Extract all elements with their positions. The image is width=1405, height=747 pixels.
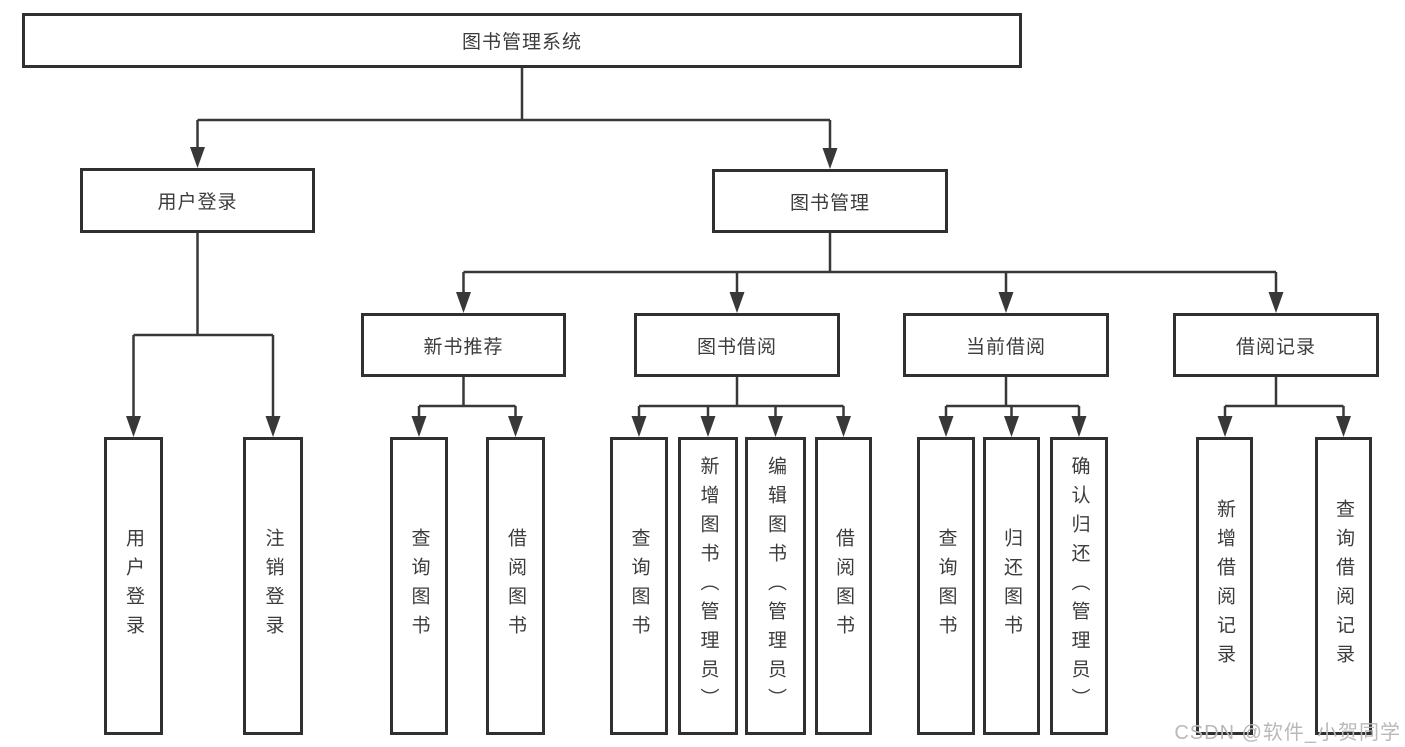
node-book-borrowing: 图书借阅 <box>634 313 840 377</box>
leaf-borrow-book-label: 借阅图书 <box>833 528 854 644</box>
leaf-confirm-return-admin: 确认归还（管理员） <box>1050 437 1108 735</box>
leaf-query-borrow-record-label: 查询借阅记录 <box>1333 499 1354 673</box>
node-book-management-label: 图书管理 <box>789 192 870 214</box>
leaf-user-login: 用户登录 <box>104 437 163 735</box>
leaf-query-borrow-record: 查询借阅记录 <box>1315 437 1372 735</box>
node-new-book-recommend-label: 新书推荐 <box>423 336 504 358</box>
leaf-borrow-book-recommend: 借阅图书 <box>486 437 545 735</box>
csdn-watermark: CSDN @软件_小贺同学 <box>1174 722 1401 744</box>
node-borrowing-records-label: 借阅记录 <box>1235 336 1316 358</box>
leaf-add-book-admin-label: 新增图书（管理员） <box>697 455 719 717</box>
leaf-logout-label: 注销登录 <box>262 528 284 644</box>
leaf-logout: 注销登录 <box>243 437 303 735</box>
node-current-borrowing-label: 当前借阅 <box>965 336 1046 358</box>
leaf-confirm-return-admin-label: 确认归还（管理员） <box>1068 455 1090 717</box>
leaf-query-book-borrow: 查询图书 <box>610 437 668 735</box>
leaf-user-login-label: 用户登录 <box>123 528 144 644</box>
leaf-edit-book-admin: 编辑图书（管理员） <box>745 437 806 735</box>
leaf-borrow-book-recommend-label: 借阅图书 <box>505 528 526 644</box>
node-library-management-system-label: 图书管理系统 <box>461 32 582 53</box>
node-user-login: 用户登录 <box>80 168 315 233</box>
leaf-edit-book-admin-label: 编辑图书（管理员） <box>765 455 786 717</box>
leaf-add-book-admin: 新增图书（管理员） <box>678 437 738 735</box>
leaf-return-book-label: 归还图书 <box>1001 528 1022 644</box>
leaf-add-borrow-record: 新增借阅记录 <box>1196 437 1253 735</box>
node-book-borrowing-label: 图书借阅 <box>696 336 777 358</box>
leaf-query-book-recommend: 查询图书 <box>390 437 448 735</box>
leaf-query-book-current-label: 查询图书 <box>935 528 957 644</box>
leaf-query-book-recommend-label: 查询图书 <box>408 528 430 644</box>
node-new-book-recommend: 新书推荐 <box>361 313 566 377</box>
node-book-management: 图书管理 <box>712 169 948 233</box>
leaf-borrow-book: 借阅图书 <box>815 437 872 735</box>
node-current-borrowing: 当前借阅 <box>903 313 1109 377</box>
node-borrowing-records: 借阅记录 <box>1173 313 1379 377</box>
node-library-management-system: 图书管理系统 <box>22 13 1022 68</box>
node-user-login-label: 用户登录 <box>157 192 238 213</box>
leaf-return-book: 归还图书 <box>983 437 1040 735</box>
leaf-query-book-current: 查询图书 <box>917 437 975 735</box>
leaf-query-book-borrow-label: 查询图书 <box>628 528 650 644</box>
leaf-add-borrow-record-label: 新增借阅记录 <box>1214 499 1235 673</box>
